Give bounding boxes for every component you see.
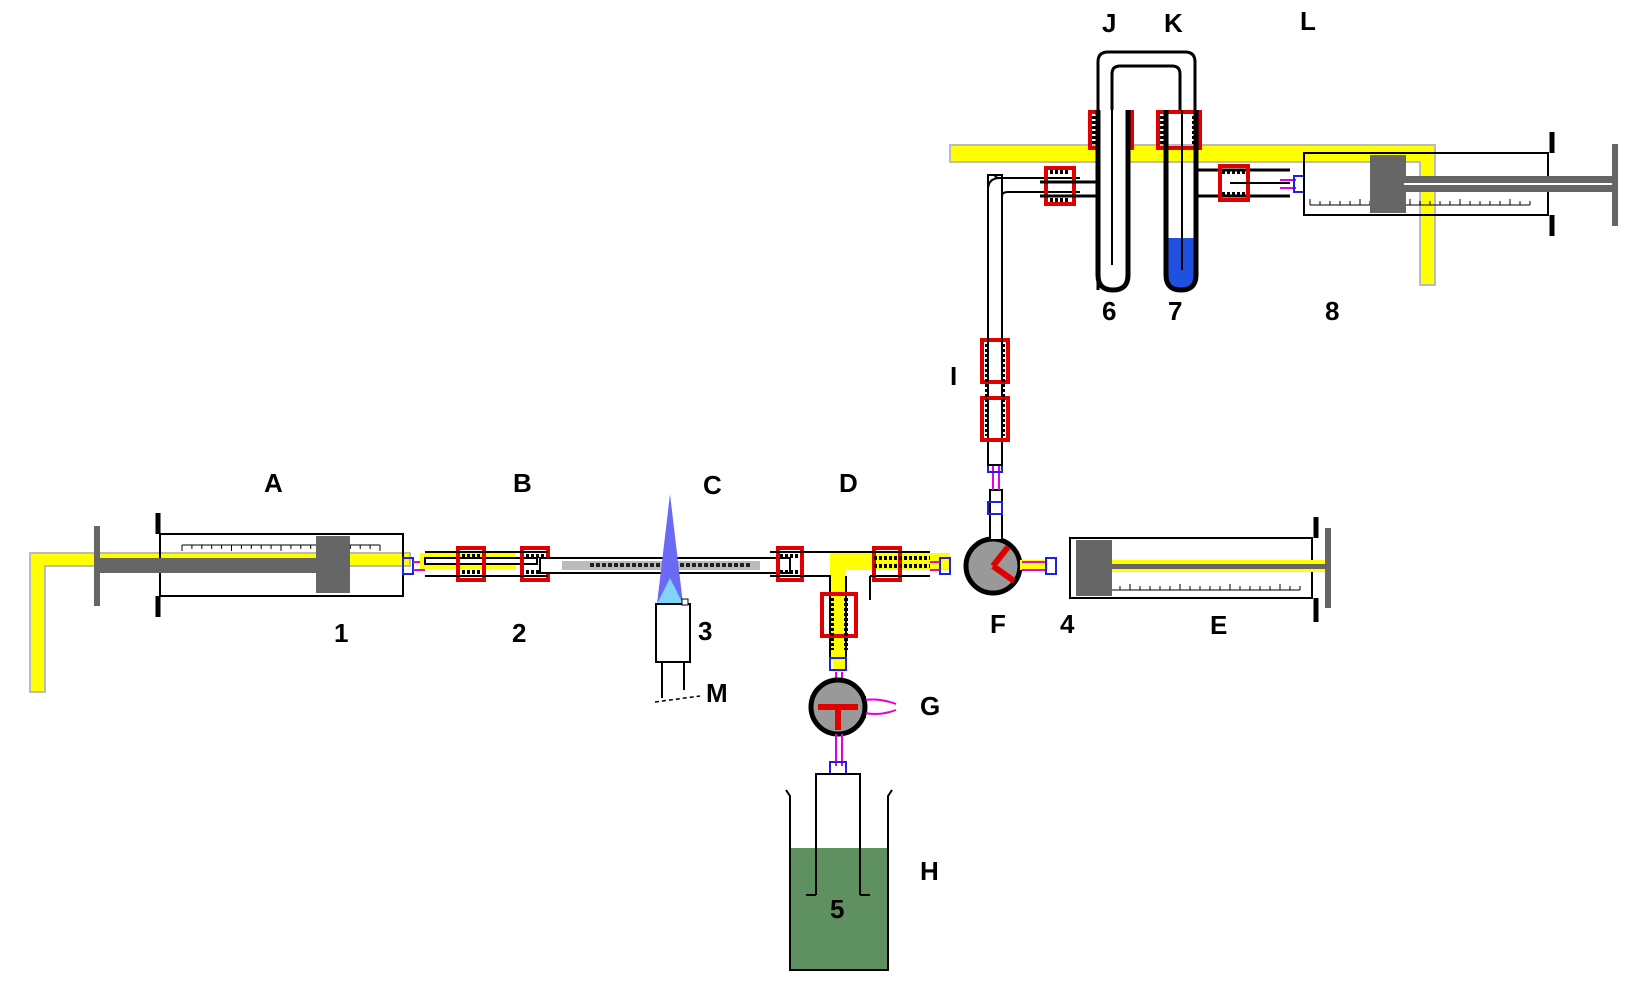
syringe-a-support-bar bbox=[29, 552, 411, 693]
syringe-a-plunger-rod bbox=[100, 558, 318, 573]
label-g: G bbox=[920, 691, 940, 721]
u-tube-outer bbox=[1096, 50, 1197, 290]
coupling-d bbox=[770, 546, 950, 660]
label-e: E bbox=[1210, 610, 1227, 640]
syringe-a-piston bbox=[316, 536, 350, 593]
burner-flame bbox=[657, 494, 683, 604]
label-i: I bbox=[950, 361, 957, 391]
syringe-e-plunger-rod bbox=[1110, 564, 1325, 569]
t-junction-yellow bbox=[830, 553, 950, 660]
label-c: C bbox=[703, 470, 722, 500]
syringe-e bbox=[1069, 517, 1331, 622]
label-3: 3 bbox=[698, 616, 712, 646]
syringe-l-piston bbox=[1370, 155, 1406, 213]
tube-f-to-i bbox=[987, 459, 1003, 541]
syringe-a-scale-ticks bbox=[181, 545, 381, 551]
coupling-i-clamp-bottom bbox=[980, 396, 1010, 442]
label-1: 1 bbox=[334, 618, 348, 648]
label-f: F bbox=[990, 609, 1006, 639]
label-2: 2 bbox=[512, 618, 526, 648]
trap-7 bbox=[1163, 110, 1199, 293]
label-a: A bbox=[264, 468, 283, 498]
diagram-labels: A B C D E F G H I J K L M 1 2 3 4 5 6 7 … bbox=[264, 6, 1339, 924]
burner-body bbox=[655, 603, 691, 663]
label-5: 5 bbox=[830, 894, 844, 924]
u-tube-inner bbox=[1110, 64, 1182, 270]
valve-f-handle-b bbox=[991, 563, 1016, 584]
clamp-k bbox=[1156, 110, 1202, 150]
tube-i-to-j bbox=[987, 166, 1100, 345]
coupling-b-clamp-left bbox=[456, 546, 486, 582]
burner bbox=[654, 494, 701, 703]
valve-g-side-port bbox=[864, 698, 897, 715]
immersion-tube-5 bbox=[806, 773, 870, 896]
label-7: 7 bbox=[1168, 296, 1182, 326]
label-l: L bbox=[1300, 6, 1316, 36]
coupling-b bbox=[420, 546, 550, 582]
beaker-h-wall bbox=[785, 789, 893, 971]
label-k: K bbox=[1164, 8, 1183, 38]
coupling-i-clamp-top bbox=[980, 338, 1010, 384]
burner-gas-line bbox=[654, 695, 701, 703]
coupling-d-clamp-left bbox=[776, 546, 804, 582]
beaker-h bbox=[785, 773, 893, 971]
coupling-j-side-clamp bbox=[1044, 166, 1076, 206]
syringe-e-piston bbox=[1076, 540, 1112, 596]
label-6: 6 bbox=[1102, 296, 1116, 326]
beaker-h-liquid bbox=[790, 848, 888, 970]
three-way-valve-g bbox=[808, 657, 897, 775]
reaction-tube-c-packing bbox=[562, 561, 760, 570]
coupling-d-clamp-down bbox=[820, 592, 858, 638]
syringe-a bbox=[29, 513, 411, 693]
label-8: 8 bbox=[1325, 296, 1339, 326]
syringe-e-scale-ticks bbox=[1079, 584, 1301, 590]
label-j: J bbox=[1102, 8, 1116, 38]
label-4: 4 bbox=[1060, 609, 1075, 639]
luer-connector-df bbox=[930, 557, 951, 575]
label-d: D bbox=[839, 468, 858, 498]
syringe-l bbox=[1303, 132, 1618, 236]
label-b: B bbox=[513, 468, 532, 498]
valve-f-handle-a bbox=[990, 545, 1011, 568]
coupling-i bbox=[980, 174, 1040, 466]
label-h: H bbox=[920, 856, 939, 886]
burner-flame-inner bbox=[657, 578, 683, 604]
label-m: M bbox=[706, 678, 728, 708]
u-tube-jk bbox=[1088, 50, 1290, 293]
three-way-valve-f bbox=[963, 536, 1057, 596]
